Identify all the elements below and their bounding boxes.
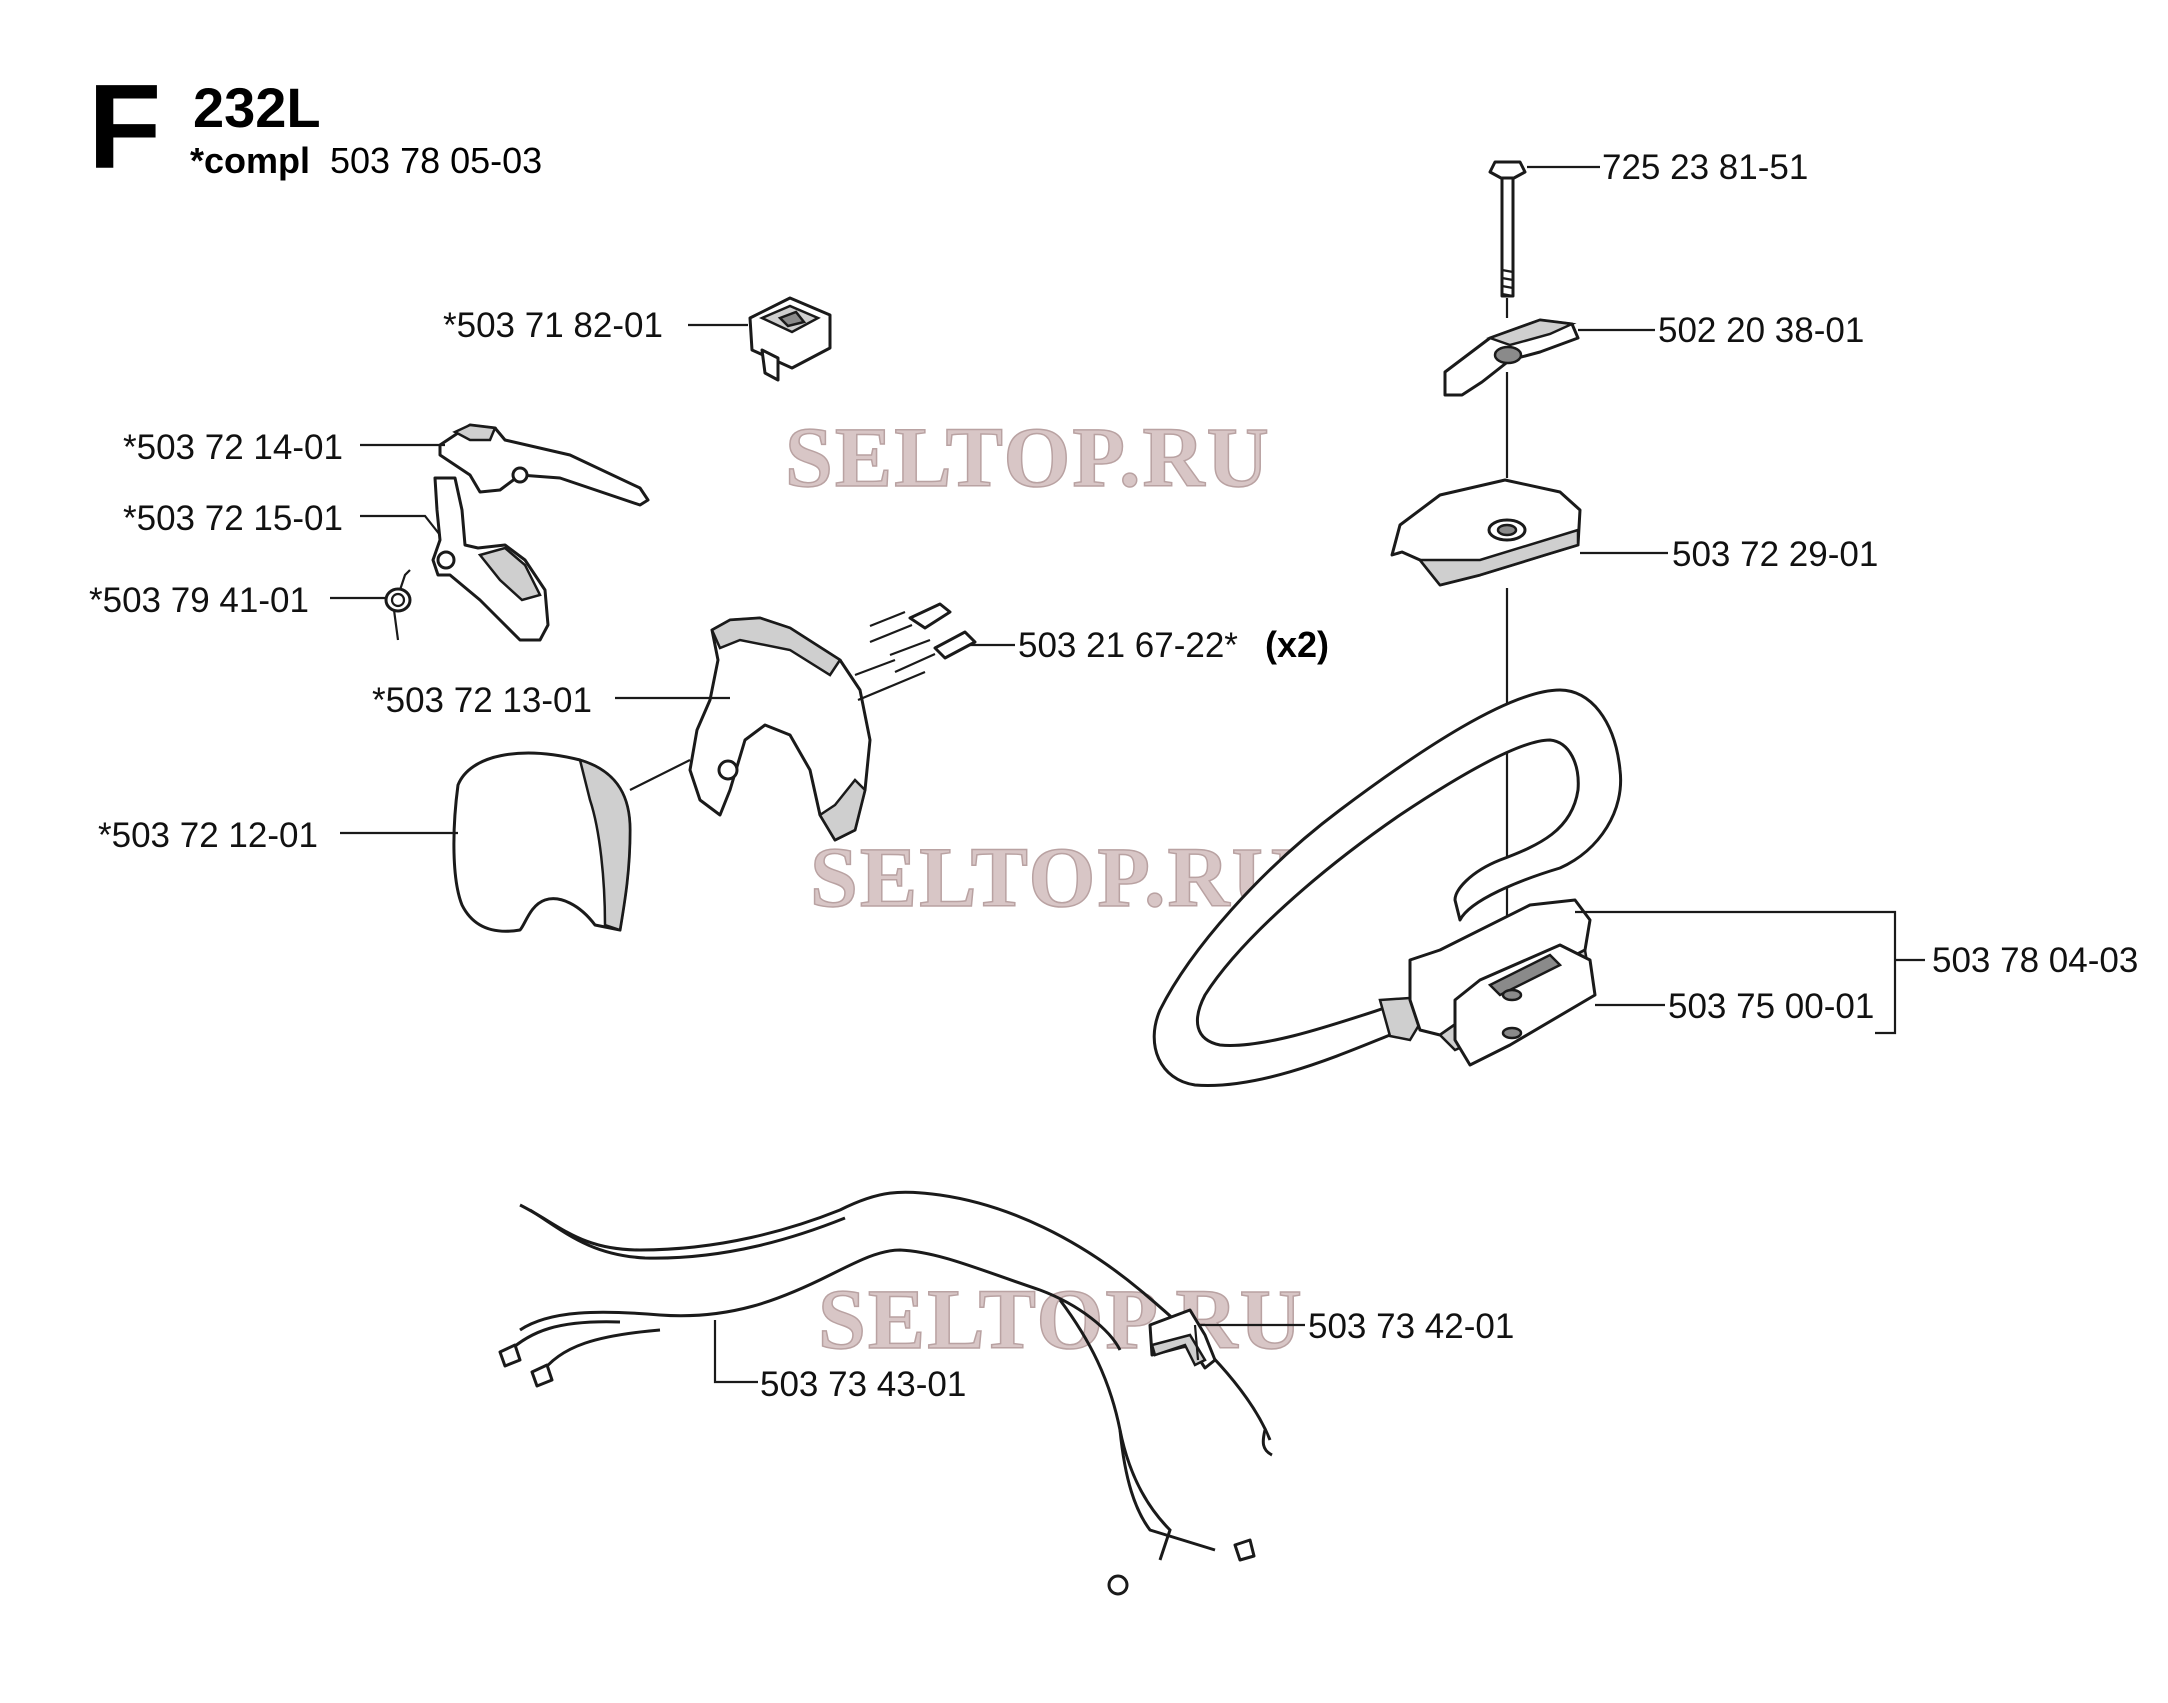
model-title: 232L xyxy=(193,76,321,139)
throttle-trigger-part xyxy=(438,423,650,507)
handle-cover-part xyxy=(452,751,632,933)
section-letter: F xyxy=(88,60,161,194)
label-throttle-trigger: *503 72 14-01 xyxy=(123,428,343,467)
watermark-middle: SELTOP.RU xyxy=(810,829,1296,925)
label-switch: *503 71 82-01 xyxy=(443,306,663,345)
label-screw-qty: (x2) xyxy=(1265,624,1329,665)
label-handle-assembly: 503 78 04-03 xyxy=(1932,941,2138,980)
label-bolt: 725 23 81-51 xyxy=(1602,148,1808,187)
label-wing-nut: 502 20 38-01 xyxy=(1658,311,1864,350)
watermark-bottom: SELTOP.RU xyxy=(818,1271,1304,1367)
compl-label: *compl xyxy=(190,140,310,181)
clamp-cap-part xyxy=(1390,478,1582,587)
handle-housing-part xyxy=(688,616,872,842)
label-wire-connector: 503 73 42-01 xyxy=(1308,1307,1514,1346)
axis-cover-housing xyxy=(629,759,691,791)
compl-number: 503 78 05-03 xyxy=(330,140,542,181)
label-screw: 503 21 67-22* xyxy=(1018,626,1238,665)
label-handle-clamp: 503 75 00-01 xyxy=(1668,987,1874,1026)
label-handle-cover: *503 72 12-01 xyxy=(98,816,318,855)
leader-throttle-lockout xyxy=(360,514,441,536)
spring-part xyxy=(384,569,412,641)
label-handle-housing: *503 72 13-01 xyxy=(372,681,592,720)
label-clamp-cap: 503 72 29-01 xyxy=(1672,535,1878,574)
throttle-lockout-part xyxy=(431,476,550,642)
screw-parts xyxy=(869,602,977,674)
wing-nut-part xyxy=(1443,318,1580,397)
leader-handle-assembly xyxy=(1575,910,1925,1035)
watermark-top: SELTOP.RU xyxy=(785,409,1271,505)
label-spring: *503 79 41-01 xyxy=(89,581,309,620)
wire-harness-part xyxy=(498,1190,1273,1596)
switch-part xyxy=(748,296,832,382)
leader-wire-connector xyxy=(1193,1323,1305,1361)
axis-screws-housing xyxy=(854,658,926,702)
label-throttle-lockout: *503 72 15-01 xyxy=(123,499,343,538)
bolt-part xyxy=(1488,160,1527,298)
leader-wire-harness xyxy=(713,1320,758,1384)
loop-handle-part xyxy=(1152,688,1623,1087)
label-wire-harness: 503 73 43-01 xyxy=(760,1365,966,1404)
